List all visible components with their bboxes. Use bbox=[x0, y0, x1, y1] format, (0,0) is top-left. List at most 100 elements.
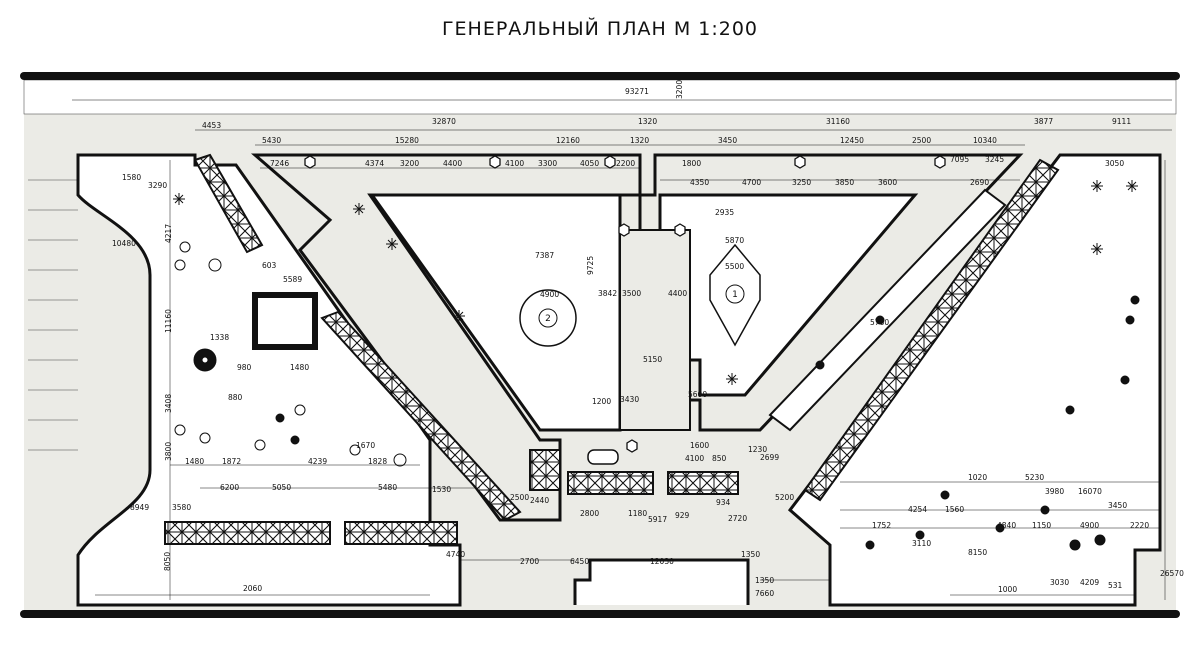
dim-inner-54: 603 bbox=[262, 261, 277, 270]
dim-right-run: 31160 bbox=[826, 117, 850, 126]
dim-inner-147: 4900 bbox=[1080, 521, 1099, 530]
dim-inner-70: 1480 bbox=[290, 363, 309, 372]
dim-inner-125: 1600 bbox=[690, 441, 709, 450]
kiosk-zone-1 bbox=[709, 243, 761, 347]
dim-inner-146: 1150 bbox=[1032, 521, 1051, 530]
dim-inner-101: 929 bbox=[675, 511, 690, 520]
dim-inner-106: 1200 bbox=[592, 397, 611, 406]
dim-inner-117: 5760 bbox=[870, 318, 889, 327]
dim-inner-131: 5600 bbox=[688, 390, 707, 399]
dim-inner-5: 4100 bbox=[505, 159, 524, 168]
dim-inner-160: 6450 bbox=[570, 557, 589, 566]
central-block-outline bbox=[250, 153, 642, 522]
truss-bench-bottom-1 bbox=[164, 521, 331, 545]
dim-inner-128: 1230 bbox=[748, 445, 767, 454]
dim-upper-g: 2500 bbox=[912, 136, 931, 145]
dim-inner-168: 2060 bbox=[243, 584, 262, 593]
dim-inner-71: 980 bbox=[237, 363, 252, 372]
dim-left-9: 3290 bbox=[148, 181, 167, 190]
truss-bench-bottom-2 bbox=[344, 521, 458, 545]
dim-inner-142: 1752 bbox=[872, 521, 891, 530]
dim-right-a: 3877 bbox=[1034, 117, 1053, 126]
dim-inner-143: 4254 bbox=[908, 505, 927, 514]
dim-inner-107: 3430 bbox=[620, 395, 639, 404]
dim-inner-53: 5589 bbox=[283, 275, 302, 284]
dim-inner-155: 1000 bbox=[998, 585, 1017, 594]
left-zone-outline bbox=[76, 153, 462, 607]
dim-inner-153: 4209 bbox=[1080, 578, 1099, 587]
dim-inner-104: 5200 bbox=[775, 493, 794, 502]
dimension-lines bbox=[72, 99, 1172, 600]
dimension-labels: 93271 3200 32870 1320 31160 3877 9111 44… bbox=[112, 80, 1184, 598]
dim-inner-43: 4400 bbox=[668, 289, 687, 298]
dim-inner-127: 850 bbox=[712, 454, 727, 463]
dim-inner-96: 2440 bbox=[530, 496, 549, 505]
dim-inner-40: 3842 bbox=[598, 289, 617, 298]
truss-beam-right bbox=[803, 158, 1060, 502]
dim-inner-100: 5917 bbox=[648, 515, 667, 524]
zone-label-1: 1 bbox=[732, 290, 738, 300]
dim-inner-91: 3580 bbox=[172, 503, 191, 512]
dim-inner-16: 3245 bbox=[985, 155, 1004, 164]
truss-beam-left bbox=[193, 153, 264, 254]
dim-inner-19: 2690 bbox=[970, 178, 989, 187]
street-strip bbox=[23, 79, 1177, 115]
dim-upper-f: 12450 bbox=[840, 136, 864, 145]
plan-title: ГЕНЕРАЛЬНЫЙ ПЛАН М 1:200 bbox=[441, 18, 759, 40]
truss-bench-center-2 bbox=[567, 471, 654, 495]
dim-inner-164: 1350 bbox=[755, 576, 774, 585]
dim-inner-87: 5050 bbox=[272, 483, 291, 492]
dim-upper-h: 10340 bbox=[973, 136, 997, 145]
dim-inner-126: 4100 bbox=[685, 454, 704, 463]
dim-upper-b: 15280 bbox=[395, 136, 419, 145]
dim-inner-90: 1530 bbox=[432, 485, 451, 494]
dim-inner-145: 4840 bbox=[997, 521, 1016, 530]
truss-bench-center-1 bbox=[529, 449, 561, 491]
truss-beam-left-long bbox=[320, 310, 522, 522]
dim-left-7: 4217 bbox=[164, 224, 173, 243]
zone-marker-2 bbox=[538, 308, 558, 328]
dim-inner-15: 7095 bbox=[950, 155, 969, 164]
dim-inner-137: 3980 bbox=[1045, 487, 1064, 496]
parking-stripes bbox=[28, 179, 78, 451]
dim-upper-a: 5430 bbox=[262, 136, 281, 145]
pavilion-square bbox=[252, 292, 318, 350]
dim-inner-140: 2220 bbox=[1130, 521, 1149, 530]
dim-right-b: 9111 bbox=[1112, 117, 1131, 126]
dim-inner-129: 2699 bbox=[760, 453, 779, 462]
dim-inner-45: 2935 bbox=[715, 208, 734, 217]
right-inner-strip bbox=[768, 188, 1007, 432]
dim-inner-136: 5230 bbox=[1025, 473, 1044, 482]
round-plaza-zone-2 bbox=[519, 289, 577, 347]
dim-left-5: 8949 bbox=[130, 503, 149, 512]
dim-inner-1: 7246 bbox=[270, 159, 289, 168]
dim-inner-14: 3600 bbox=[878, 178, 897, 187]
dim-inner-39: 9725 bbox=[586, 256, 595, 275]
dim-inner-110: 5150 bbox=[643, 355, 662, 364]
dim-inner-139: 3450 bbox=[1108, 501, 1127, 510]
dim-inner-84: 1872 bbox=[222, 457, 241, 466]
dim-inner-9: 1800 bbox=[682, 159, 701, 168]
zone-label-2: 2 bbox=[545, 314, 551, 324]
dim-left-2: 11160 bbox=[164, 309, 173, 333]
dim-inner-4: 4400 bbox=[443, 159, 462, 168]
tree-markers bbox=[174, 241, 1140, 551]
dim-inner-81: 1828 bbox=[368, 457, 387, 466]
dim-inner-158: 4740 bbox=[446, 550, 465, 559]
dim-inner-165: 7660 bbox=[755, 589, 774, 598]
dim-inner-17: 3050 bbox=[1105, 159, 1124, 168]
pool bbox=[587, 449, 619, 465]
dim-left-top: 4453 bbox=[202, 121, 221, 130]
dim-inner-102: 934 bbox=[716, 498, 731, 507]
dim-mid-gap: 1320 bbox=[638, 117, 657, 126]
right-zone-outline bbox=[787, 153, 1162, 607]
center-column bbox=[619, 229, 691, 431]
dim-inner-41: 3500 bbox=[622, 289, 641, 298]
dim-inner-12: 3250 bbox=[792, 178, 811, 187]
dim-inner-72: 1338 bbox=[210, 333, 229, 342]
dim-left-run: 32870 bbox=[432, 117, 456, 126]
dim-inner-8: 2200 bbox=[616, 159, 635, 168]
dim-inner-162: 1350 bbox=[741, 550, 760, 559]
dim-inner-157: 26570 bbox=[1160, 569, 1184, 578]
